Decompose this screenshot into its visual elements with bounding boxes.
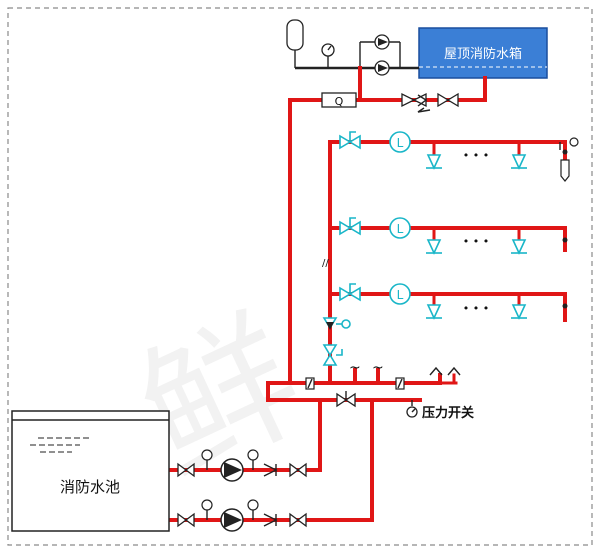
flow-indicator-icon: [389, 217, 411, 239]
roof-booster-pumps: [359, 34, 401, 76]
svg-text:~: ~: [349, 360, 361, 376]
floor3-fittings: L • • •: [339, 283, 568, 320]
pump-set-1: [177, 449, 307, 482]
sprinkler-icon: [426, 239, 442, 255]
sprinkler-icon: [511, 239, 527, 255]
outer-frame: [7, 7, 593, 546]
pressure-switch: 压力开关: [406, 400, 474, 421]
roof-valve-group: [401, 92, 459, 113]
roof-supply-pipe: [288, 76, 487, 362]
sprinkler-icon: [511, 304, 527, 320]
floor-branch-3: [328, 292, 567, 322]
flow-indicator-icon: [389, 283, 411, 305]
roof-tank-label: 屋顶消防水箱: [444, 46, 522, 62]
alarm-valve-icon: [322, 317, 351, 366]
pipe-break-mark: //: [322, 258, 329, 269]
pressure-tank-icon: [286, 19, 304, 68]
sprinkler-ellipsis: • • •: [463, 149, 489, 162]
sprinkler-icon: [426, 154, 442, 170]
floor-branch-1: [328, 140, 567, 162]
sprinkler-drops: [432, 140, 521, 307]
floor-branch-2: [328, 226, 567, 252]
flex-joints: ~ ~: [349, 360, 384, 376]
gate-valve-icon: [336, 392, 348, 408]
floor2-fittings: L • • •: [339, 217, 568, 255]
gauge-icon: [569, 137, 579, 147]
pressure-switch-label: 压力开关: [422, 405, 474, 421]
sprinkler-icon: [511, 154, 527, 170]
flow-meter-q: Q: [321, 92, 357, 108]
sprinkler-ellipsis: • • •: [463, 302, 489, 315]
fire-pool: 消防水池: [11, 410, 170, 532]
pool-label: 消防水池: [60, 478, 120, 496]
svg-text:L: L: [397, 136, 404, 150]
svg-text:L: L: [397, 288, 404, 302]
manifold-fittings: [305, 366, 461, 408]
sprinkler-ellipsis: • • •: [463, 235, 489, 248]
svg-text:~: ~: [372, 360, 384, 376]
gauge-icon: [321, 43, 335, 68]
roof-tank: 屋顶消防水箱: [418, 27, 548, 79]
svg-text:Q: Q: [335, 95, 344, 108]
flow-indicator-icon: [389, 131, 411, 153]
svg-text:L: L: [397, 222, 404, 236]
floor1-fittings: L • • •: [339, 131, 579, 182]
pump-set-2: [177, 499, 307, 532]
sprinkler-icon: [426, 304, 442, 320]
